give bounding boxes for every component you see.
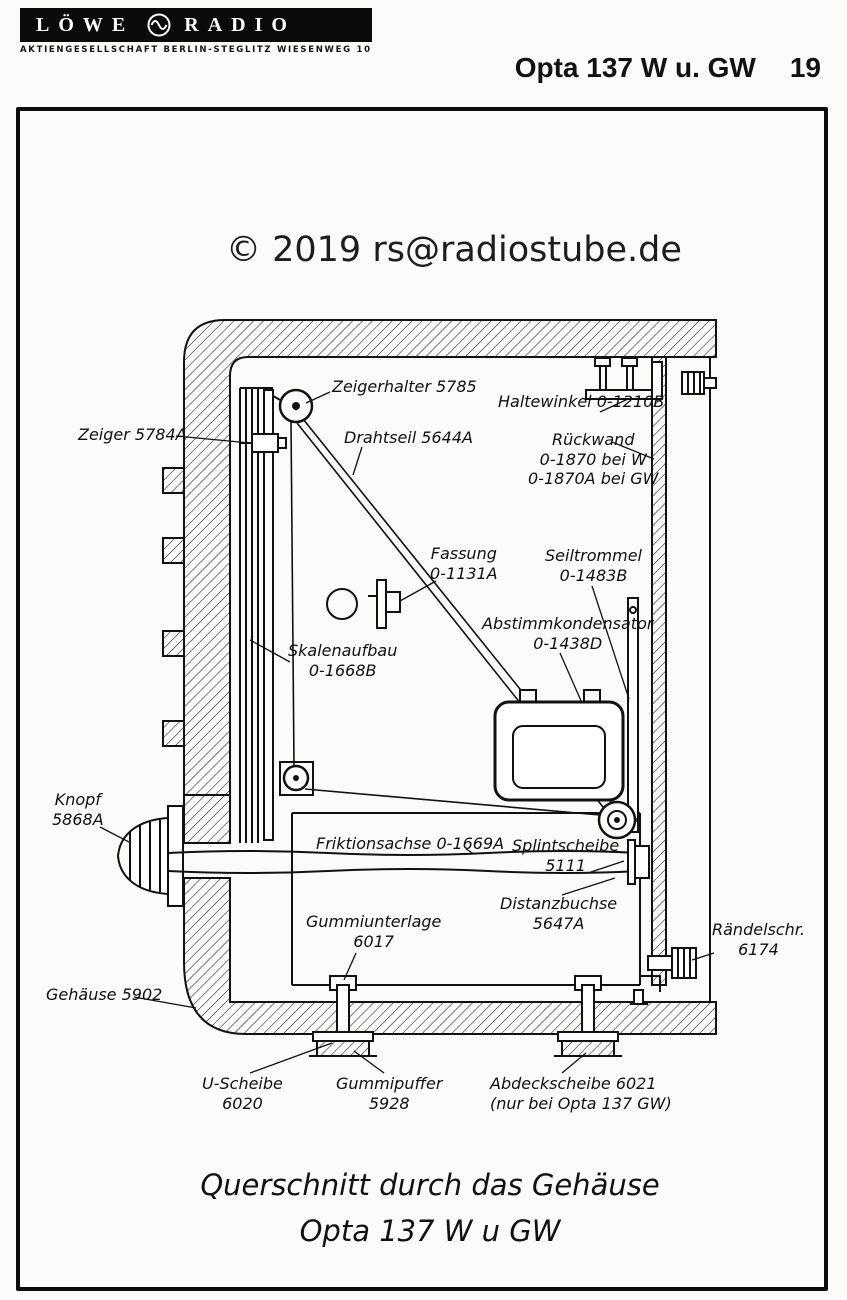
page-title-row: Opta 137 W u. GW 19	[515, 52, 821, 84]
foot-assembly-left	[309, 975, 377, 1057]
bottom-bracket	[630, 975, 661, 1005]
part-label-zeigerhalter: Zeigerhalter 5785	[332, 377, 477, 396]
part-label-fassung: Fassung 0-1131A	[430, 544, 498, 583]
diagram-frame	[16, 107, 828, 1291]
foot-assembly-right	[554, 975, 622, 1057]
part-label-rueckwand: Rückwand 0-1870 bei W 0-1870A bei GW	[528, 430, 659, 489]
part-label-gummiunterlage: Gummiunterlage 6017	[306, 912, 442, 951]
part-label-distanzbuchse: Distanzbuchse 5647A	[500, 894, 618, 933]
tuning-capacitor	[493, 597, 639, 840]
lamp-socket	[326, 579, 401, 629]
leader-lines	[99, 391, 715, 1074]
model-title: Opta 137 W u. GW	[514, 52, 756, 83]
caption-line1: Querschnitt durch das Gehäuse	[200, 1168, 660, 1202]
part-label-raendelschraube: Rändelschr. 6174	[712, 920, 805, 959]
haltewinkel-bracket	[585, 357, 663, 400]
part-label-gummipuffer: Gummipuffer 5928	[336, 1074, 443, 1113]
part-label-knopf: Knopf 5868A	[52, 790, 104, 829]
knurled-screw	[647, 947, 697, 979]
part-label-u-scheibe: U-Scheibe 6020	[202, 1074, 283, 1113]
top-thumbscrew	[681, 371, 717, 395]
part-label-friktionsachse: Friktionsachse 0-1669A	[316, 834, 505, 853]
part-label-gehaeuse: Gehäuse 5902	[46, 985, 163, 1004]
logo-subtitle: AKTIENGESELLSCHAFT BERLIN-STEGLITZ WIESE…	[20, 45, 372, 55]
caption-line2: Opta 137 W u GW	[299, 1214, 561, 1248]
dial-assembly	[239, 387, 314, 843]
diagram-caption: Querschnitt durch das Gehäuse Opta 137 W…	[130, 1168, 730, 1248]
cabinet-walls	[162, 319, 717, 1035]
loewe-radio-logo: LÖWE RADIO AKTIENGESELLSCHAFT BERLIN-STE…	[20, 8, 372, 55]
watermark: © 2019 rs@radiostube.de	[226, 230, 682, 270]
part-label-drahtseil: Drahtseil 5644A	[344, 428, 473, 447]
part-label-seiltrommel: Seiltrommel 0-1483B	[545, 546, 642, 585]
knob	[116, 805, 184, 907]
part-label-abdeckscheibe: Abdeckscheibe 6021 (nur bei Opta 137 GW)	[490, 1074, 672, 1113]
part-label-zeiger: Zeiger 5784A	[78, 425, 187, 444]
logo-text-loewe: LÖWE	[36, 13, 135, 36]
logo-text-radio: RADIO	[184, 13, 296, 36]
part-label-abstimmkondensator: Abstimmkondensator 0-1438D	[482, 614, 654, 653]
logo-wave-icon	[146, 12, 172, 38]
logo-bar: LÖWE RADIO	[20, 8, 372, 42]
part-label-splintscheibe: Splintscheibe 5111	[512, 836, 620, 875]
part-label-haltewinkel: Haltewinkel 0-1210B	[498, 392, 665, 411]
page-number: 19	[789, 52, 821, 83]
part-label-skalenaufbau: Skalenaufbau 0-1668B	[288, 641, 398, 680]
